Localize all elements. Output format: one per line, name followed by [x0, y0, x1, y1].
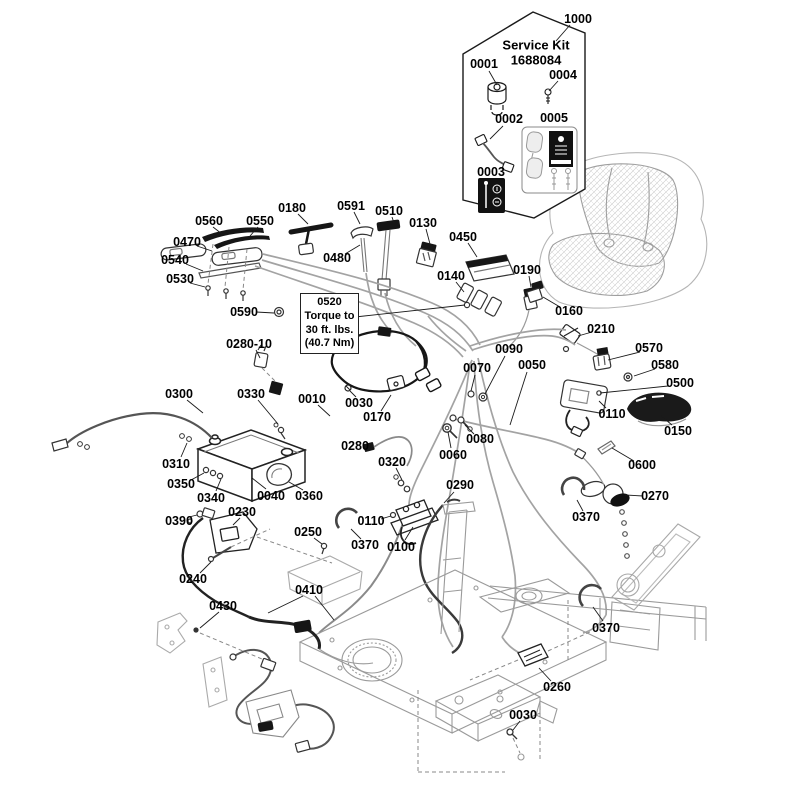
ring-terminal-0060 — [442, 423, 452, 433]
clamp-0370-mid — [560, 476, 586, 496]
starter-solenoid-0100 — [334, 474, 464, 655]
cable-0290 — [419, 504, 464, 655]
screw-0430-target — [193, 627, 199, 633]
lower-left-brackets-and-leads — [156, 612, 374, 753]
bolt-0080 — [457, 416, 465, 424]
terminal-boot-0360 — [266, 463, 293, 486]
bushing-0580 — [623, 372, 633, 382]
cap-0591 — [350, 226, 374, 273]
relay-0160 — [526, 280, 544, 303]
torque-note-line1: Torque to — [304, 309, 355, 322]
dash-screws — [205, 285, 246, 301]
connector-0130 — [415, 241, 437, 268]
service-kit-title: Service Kit — [502, 37, 570, 53]
service-kit-part-number: 1688084 — [510, 52, 562, 68]
seat-hinge-plate — [611, 523, 701, 611]
pedal-bracket — [245, 689, 300, 738]
screw-0110-left — [389, 511, 397, 519]
torque-note-line2: 30 ft. lbs. — [305, 323, 354, 336]
dash-switch-parts — [160, 219, 437, 318]
connector-0280-10 — [253, 344, 284, 396]
grommet-0590 — [273, 306, 285, 318]
decal-card-0005 — [521, 126, 578, 194]
bracket-0430 — [156, 612, 188, 654]
seat-illustration — [538, 152, 708, 309]
harness-0010-and-hardware — [253, 326, 587, 467]
wire-lead-0002 — [474, 134, 515, 173]
nut-0320 — [397, 479, 405, 487]
interlock-switch-0260 — [469, 630, 593, 681]
nut-0090 — [478, 392, 488, 402]
clamp-0370-left — [334, 507, 358, 529]
decal-0003 — [478, 178, 505, 213]
torque-note-line3: (40.7 Nm) — [304, 337, 355, 350]
handle-0150 — [627, 392, 692, 427]
bolt-0240 — [212, 546, 232, 559]
bolt-0330 — [277, 426, 285, 434]
key-switch-0001 — [487, 81, 507, 116]
positive-cable-0300 — [65, 412, 213, 445]
module-0500 — [559, 379, 608, 438]
lever-0180 — [288, 222, 334, 256]
support-bracket — [287, 555, 363, 606]
negative-cable — [181, 517, 250, 619]
screw-0030-lower — [506, 728, 514, 736]
torque-note-callout: 0520 — [317, 296, 342, 308]
bracket-0170 — [386, 375, 406, 391]
battery-and-cables — [51, 412, 363, 619]
control-module-0450 — [456, 254, 544, 351]
relay-0570 — [592, 347, 612, 371]
bracket-0230 — [209, 511, 333, 564]
clamp-0370-lower — [578, 583, 602, 607]
torque-note-box: 0520 Torque to 30 ft. lbs. (40.7 Nm) — [300, 293, 359, 354]
terminal-0390 — [187, 507, 216, 524]
pin-0600 — [597, 440, 616, 455]
chassis-frame — [298, 501, 707, 773]
